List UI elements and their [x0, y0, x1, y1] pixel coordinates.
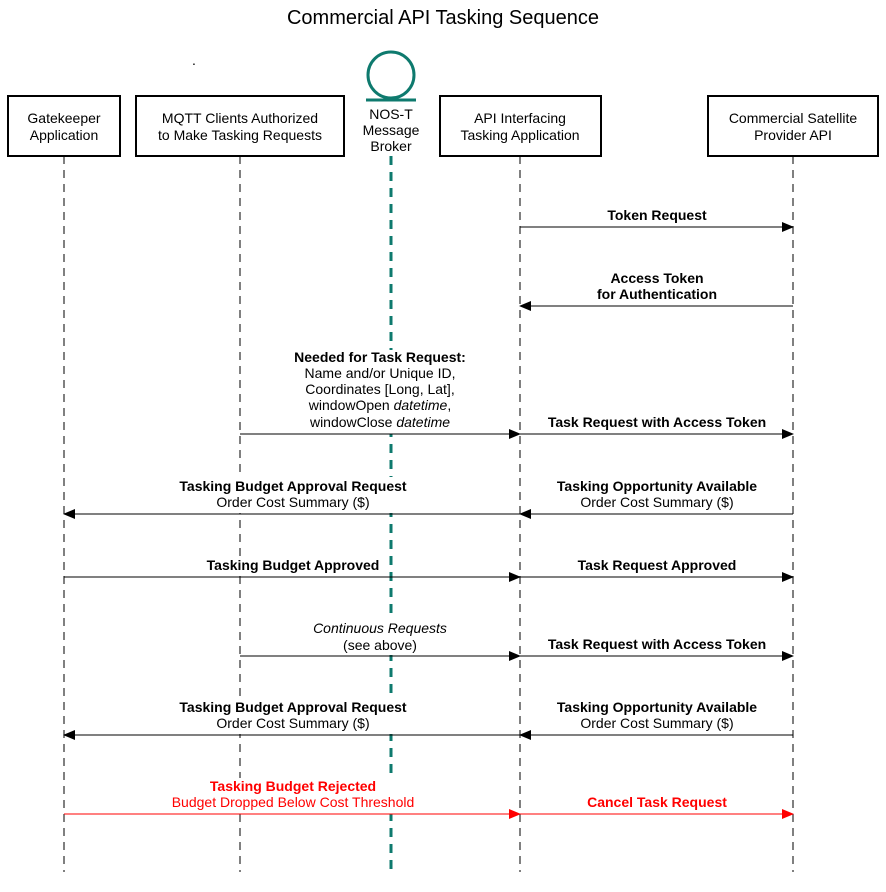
- needed-line3-label: windowOpen datetime,: [308, 397, 451, 413]
- message-cancel-task: Cancel Task Request: [520, 794, 794, 819]
- provider-label-line2: Provider API: [754, 127, 832, 143]
- participant-api-app: API Interfacing Tasking Application: [439, 95, 602, 157]
- needed-line2-label: Coordinates [Long, Lat],: [305, 381, 454, 397]
- cancel-task-label: Cancel Task Request: [587, 794, 727, 810]
- message-budget-rejected: Tasking Budget Rejected Budget Dropped B…: [64, 778, 521, 819]
- message-opportunity-available-2: Tasking Opportunity Available Order Cost…: [519, 699, 793, 740]
- label-backgrounds: [163, 350, 478, 814]
- mqtt-label-line2: to Make Tasking Requests: [158, 127, 322, 143]
- access-token-label-line1: Access Token: [610, 270, 703, 286]
- stray-dot: .: [192, 52, 196, 68]
- order-cost-summary-label-1: Order Cost Summary ($): [216, 494, 369, 510]
- access-token-label-line2: for Authentication: [597, 286, 717, 302]
- broker-label-line1: NOS-T: [369, 106, 413, 122]
- task-request-token-label-2: Task Request with Access Token: [548, 636, 766, 652]
- mqtt-label-line1: MQTT Clients Authorized: [162, 110, 318, 126]
- api-label-line2: Tasking Application: [460, 127, 579, 143]
- message-token-request: Token Request: [520, 207, 794, 232]
- message-continuous-requests: Continuous Requests (see above): [240, 620, 521, 661]
- diagram-title: Commercial API Tasking Sequence: [287, 7, 599, 29]
- token-request-label: Token Request: [607, 207, 707, 223]
- provider-label-line1: Commercial Satellite: [729, 110, 858, 126]
- broker-label-line2: Message: [363, 122, 420, 138]
- opportunity-available-label-1: Tasking Opportunity Available: [557, 478, 757, 494]
- message-budget-approved: Tasking Budget Approved: [64, 557, 521, 582]
- budget-approved-label: Tasking Budget Approved: [207, 557, 380, 573]
- budget-approval-request-label-1: Tasking Budget Approval Request: [179, 478, 406, 494]
- broker-label-line3: Broker: [370, 138, 412, 154]
- message-budget-approval-request-1: Tasking Budget Approval Request Order Co…: [63, 478, 520, 519]
- api-label-line1: API Interfacing: [474, 110, 566, 126]
- message-task-request-approved: Task Request Approved: [520, 557, 794, 582]
- needed-title-label: Needed for Task Request:: [294, 349, 466, 365]
- message-opportunity-available-1: Tasking Opportunity Available Order Cost…: [519, 478, 793, 519]
- message-task-request-token-2: Task Request with Access Token: [520, 636, 794, 661]
- continuous-requests-label: Continuous Requests: [313, 620, 447, 636]
- see-above-label: (see above): [343, 637, 417, 653]
- task-request-token-label-1: Task Request with Access Token: [548, 414, 766, 430]
- opportunity-cost-summary-label-1: Order Cost Summary ($): [580, 494, 733, 510]
- participant-broker: NOS-T Message Broker: [358, 50, 424, 154]
- broker-entity-icon: [366, 50, 416, 100]
- participant-gatekeeper: Gatekeeper Application: [7, 95, 121, 157]
- message-access-token: Access Token for Authentication: [519, 270, 793, 311]
- gatekeeper-label-line1: Gatekeeper: [27, 110, 100, 126]
- gatekeeper-label-line2: Application: [30, 127, 99, 143]
- task-request-approved-label: Task Request Approved: [578, 557, 737, 573]
- budget-approval-request-label-2: Tasking Budget Approval Request: [179, 699, 406, 715]
- needed-line4-label: windowClose datetime: [309, 414, 450, 430]
- message-task-request-data: Needed for Task Request: Name and/or Uni…: [240, 349, 521, 439]
- needed-line1-label: Name and/or Unique ID,: [305, 365, 456, 381]
- budget-dropped-label: Budget Dropped Below Cost Threshold: [172, 794, 415, 810]
- message-budget-approval-request-2: Tasking Budget Approval Request Order Co…: [63, 699, 520, 740]
- message-task-request-token-1: Task Request with Access Token: [520, 414, 794, 439]
- order-cost-summary-label-2: Order Cost Summary ($): [216, 715, 369, 731]
- opportunity-cost-summary-label-2: Order Cost Summary ($): [580, 715, 733, 731]
- participant-provider: Commercial Satellite Provider API: [707, 95, 879, 157]
- opportunity-available-label-2: Tasking Opportunity Available: [557, 699, 757, 715]
- budget-rejected-label: Tasking Budget Rejected: [210, 778, 376, 794]
- participant-mqtt-clients: MQTT Clients Authorized to Make Tasking …: [135, 95, 345, 157]
